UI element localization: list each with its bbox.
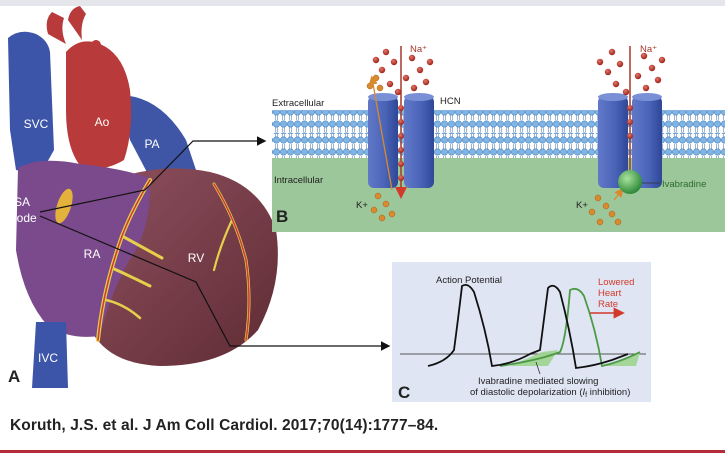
- sodium-label-2: Na⁺: [640, 44, 657, 55]
- leader-lines: [39, 136, 391, 351]
- caption-line2-italic: I: [582, 387, 585, 398]
- right-atrium: [16, 160, 151, 337]
- potassium-label-2: K+: [576, 200, 588, 211]
- caption-line2-post: inhibition): [587, 387, 630, 398]
- lowered-label-line1: Lowered: [598, 277, 634, 288]
- figure: SVC Ao PA SA Node RA RV IVC A: [8, 6, 725, 402]
- panel-c-background: [392, 262, 651, 402]
- top-rule: [0, 0, 725, 6]
- sa-node-label-line1: SA: [14, 195, 30, 209]
- potassium-ions: [366, 74, 622, 226]
- pa-label: PA: [144, 137, 159, 151]
- hcn-channel-blocked: [598, 93, 662, 188]
- panel-a-letter: A: [8, 367, 20, 386]
- panel-c-letter: C: [398, 383, 410, 402]
- citation: Koruth, J.S. et al. J Am Coll Cardiol. 2…: [10, 417, 439, 434]
- ao-label: Ao: [95, 115, 110, 129]
- ivabradine-molecule: [618, 170, 642, 194]
- potassium-label-1: K+: [356, 200, 368, 211]
- ivabradine-label: Ivabradine: [662, 179, 706, 190]
- aorta: [66, 41, 132, 170]
- ivc-label: IVC: [38, 351, 58, 365]
- caption-line2-pre: of diastolic depolarization (: [470, 387, 583, 398]
- superior-vena-cava: [8, 31, 54, 175]
- ra-label: RA: [84, 247, 101, 261]
- inferior-vena-cava: [32, 322, 68, 388]
- intracellular-label: Intracellular: [274, 175, 323, 186]
- caption-line2: of diastolic depolarization (If inhibiti…: [470, 387, 630, 399]
- panel-a-heart: SVC Ao PA SA Node RA RV IVC A: [8, 6, 278, 388]
- action-potential-label: Action Potential: [436, 275, 502, 286]
- hcn-label: HCN: [440, 96, 461, 107]
- panel-b-channel: Extracellular Intracellular HCN Na⁺ Na⁺ …: [272, 38, 725, 232]
- panel-b-letter: B: [276, 207, 288, 226]
- lowered-label-line2: Heart: [598, 288, 622, 299]
- potassium-efflux-arrow-2: [613, 187, 624, 201]
- sodium-ions: [372, 48, 666, 181]
- caption-line1: Ivabradine mediated slowing: [478, 376, 598, 387]
- potassium-efflux-arrow: [368, 75, 393, 191]
- sa-node-label-line2: Node: [8, 211, 37, 225]
- sa-node: [55, 188, 73, 224]
- ivabradine-trace: [499, 287, 641, 368]
- lowered-label-line3: Rate: [598, 299, 618, 310]
- caption-line2-sub: f: [585, 392, 587, 399]
- bottom-rule: [0, 450, 725, 453]
- rv-label: RV: [188, 251, 204, 265]
- caption-leader: [535, 361, 541, 375]
- normal-trace: [427, 283, 629, 369]
- aorta-branches: [46, 6, 102, 58]
- panel-c-action-potential: Action Potential Lowered Heart Rate Ivab…: [392, 262, 651, 402]
- coronary-arteries: [97, 179, 250, 341]
- extracellular-label: Extracellular: [272, 98, 324, 109]
- sodium-label-1: Na⁺: [410, 44, 427, 55]
- svc-label: SVC: [24, 117, 49, 131]
